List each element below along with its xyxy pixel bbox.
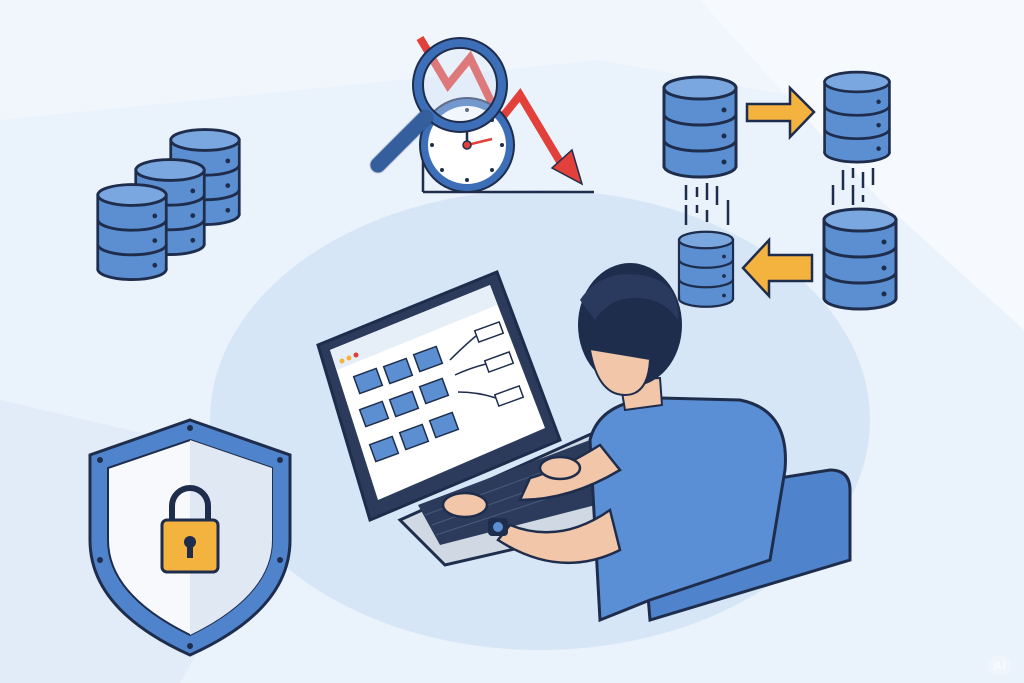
left-arm [496, 507, 622, 565]
watermark: AI [987, 656, 1012, 675]
security-shield-icon [88, 418, 292, 657]
right-hand [538, 455, 582, 481]
developer-figure [441, 263, 787, 623]
shirt [588, 396, 787, 623]
padlock-icon [160, 485, 220, 574]
replication-flow-icon [662, 70, 898, 311]
database-stack-icon [96, 128, 241, 281]
arrow-left-icon [741, 236, 814, 300]
laptop-screen [330, 285, 545, 500]
performance-monitor-icon [369, 35, 594, 194]
schema-diagram [352, 320, 525, 463]
arrow-right-icon [745, 84, 816, 141]
left-hand [441, 491, 489, 519]
